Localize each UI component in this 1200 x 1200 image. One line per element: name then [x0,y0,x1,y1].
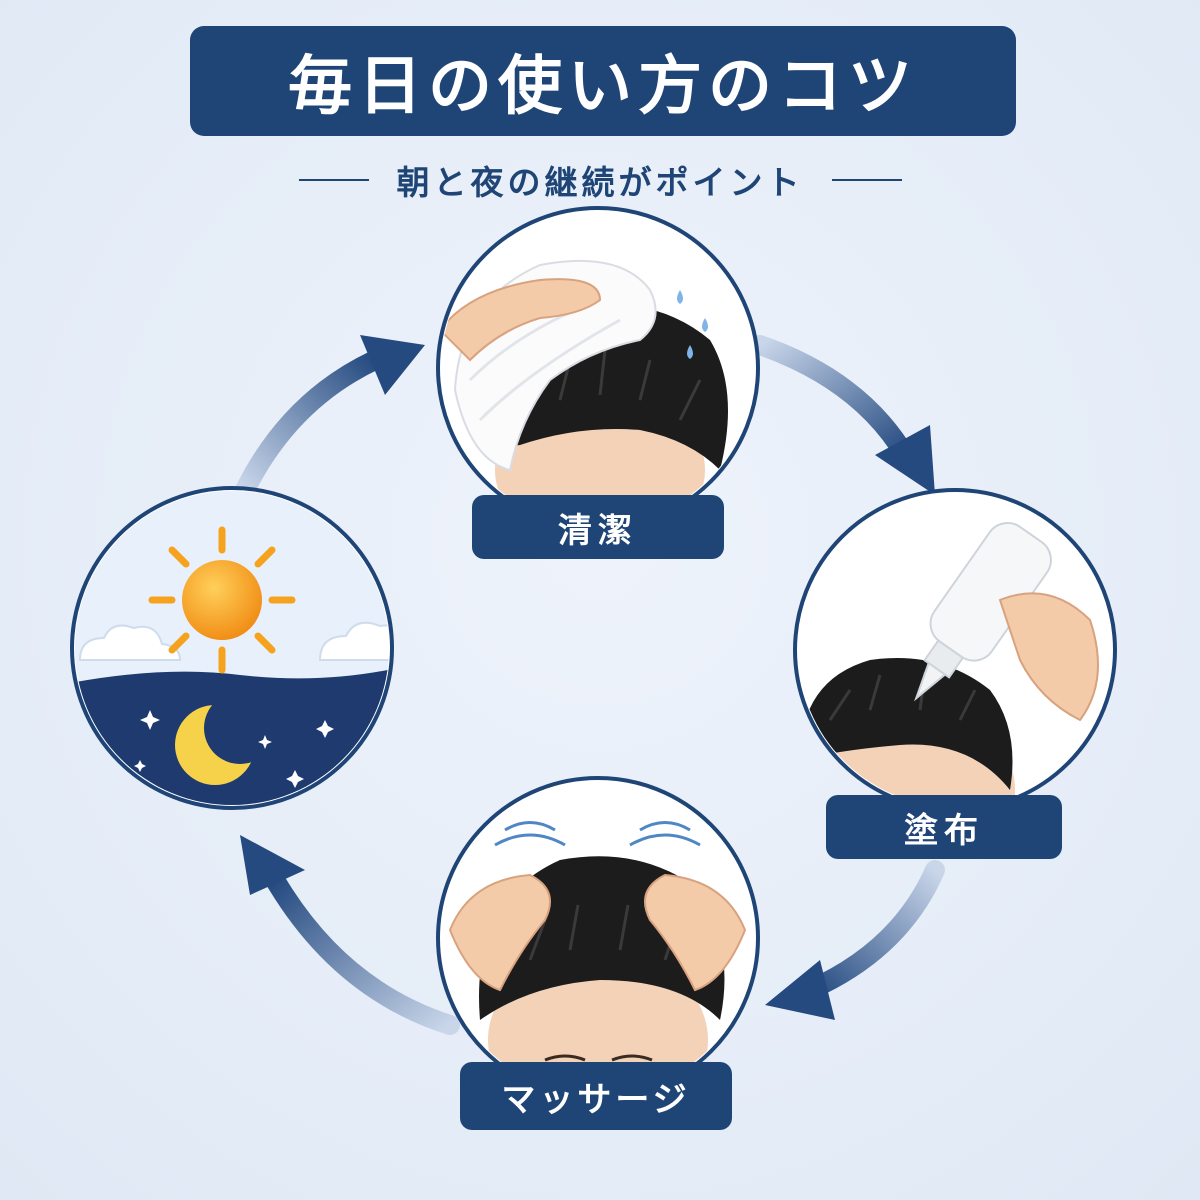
step-label-massage: マッサージ [460,1062,732,1130]
dropper-bottle-icon [793,488,1117,812]
page-title: 毎日の使い方のコツ [288,50,918,124]
day-night-icon [70,486,394,810]
sun-icon [148,526,296,674]
cycle-arrow-icon [240,835,460,1035]
moon-icon [175,692,276,785]
towel-cleaning-icon [436,206,760,530]
star-icon [134,710,334,788]
title-banner: 毎日の使い方のコツ [190,26,1016,136]
cycle-arrow-icon [765,860,945,1020]
step-label-application: 塗布 [826,795,1062,859]
cloud-icon [78,621,389,661]
subtitle-rule-right [831,179,902,181]
cycle-arrow-icon [235,335,425,500]
subtitle: 朝と夜の継続がポイント [396,163,804,202]
step-label-cleaning: 清潔 [472,495,724,559]
cycle-arrow-icon [750,335,935,495]
subtitle-row: 朝と夜の継続がポイント [0,150,1200,210]
subtitle-rule-left [298,179,369,181]
